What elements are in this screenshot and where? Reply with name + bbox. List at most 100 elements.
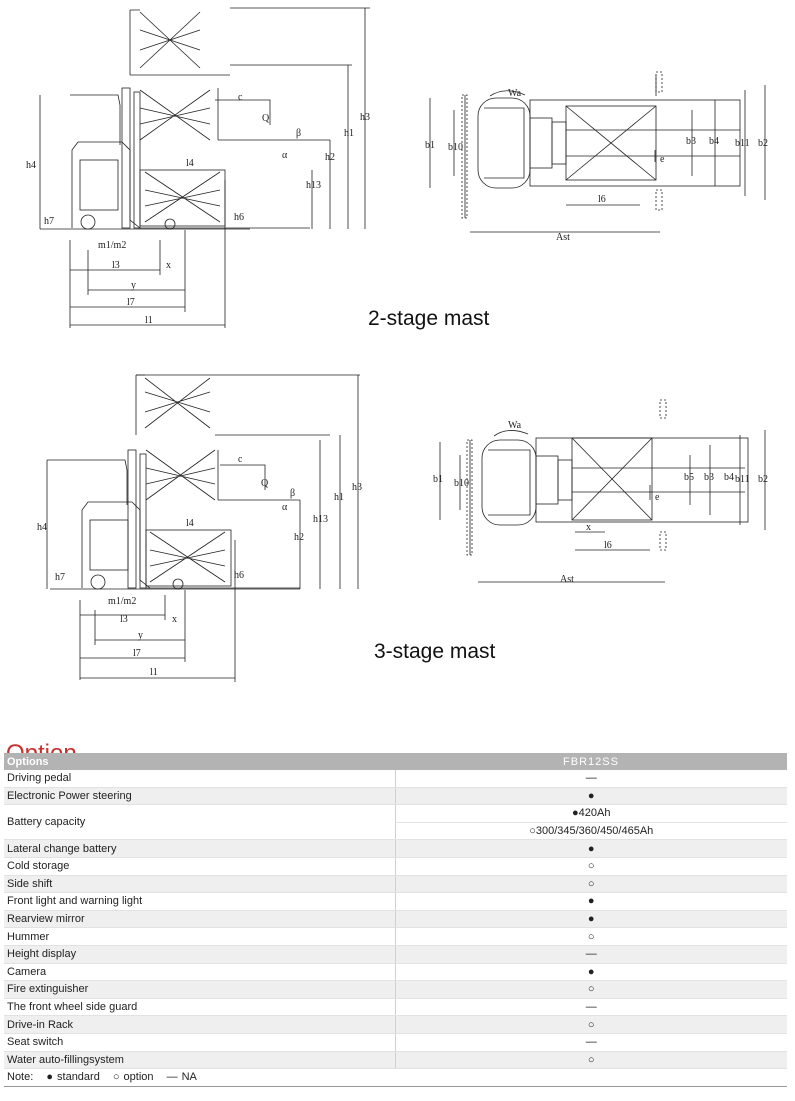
option-name: Camera xyxy=(4,963,395,982)
option-value: ○ xyxy=(394,857,787,876)
label-b3: b3 xyxy=(704,472,714,483)
label-h4: h4 xyxy=(37,522,47,533)
label-b10: b10 xyxy=(454,478,469,489)
caption-3-stage-mast: 3-stage mast xyxy=(374,640,496,663)
label-x: x xyxy=(172,614,177,625)
label-b4: b4 xyxy=(709,136,719,147)
side-view-3-stage: c Q h4 h1 h3 h2 h13 h7 h6 l4 m1/m2 l3 x … xyxy=(37,374,362,682)
option-value: ○300/345/360/450/465Ah xyxy=(394,822,787,841)
option-value: ● xyxy=(394,910,787,929)
option-text: option xyxy=(123,1071,154,1084)
option-name: Seat switch xyxy=(4,1033,395,1052)
label-x: x xyxy=(586,522,591,533)
label-alpha: α xyxy=(282,150,288,161)
option-name: The front wheel side guard xyxy=(4,998,395,1017)
label-h7: h7 xyxy=(44,216,54,227)
standard-symbol: ● xyxy=(46,1071,54,1084)
label-l7: l7 xyxy=(133,648,141,659)
label-h1: h1 xyxy=(344,128,354,139)
label-b5: b5 xyxy=(684,472,694,483)
label-b2: b2 xyxy=(758,138,768,149)
option-name: Hummer xyxy=(4,927,395,946)
table-row: Camera ● xyxy=(4,963,787,982)
option-value: — xyxy=(394,998,787,1017)
table-row: Drive-in Rack ○ xyxy=(4,1015,787,1034)
label-q: Q xyxy=(262,113,270,124)
label-h2: h2 xyxy=(325,152,335,163)
label-b1: b1 xyxy=(425,140,435,151)
label-l6: l6 xyxy=(604,540,612,551)
label-alpha: α xyxy=(282,502,288,513)
label-y: y xyxy=(138,630,143,641)
legend-note: Note: ●standard ○option —NA xyxy=(4,1068,787,1087)
label-l3: l3 xyxy=(112,260,120,271)
option-name: Lateral change battery xyxy=(4,839,395,858)
label-h4: h4 xyxy=(26,160,36,171)
label-b10: b10 xyxy=(448,142,463,153)
table-row: Height display — xyxy=(4,945,787,964)
label-h2: h2 xyxy=(294,532,304,543)
option-value: — xyxy=(394,770,787,788)
label-b11: b11 xyxy=(735,138,750,149)
table-row: Side shift ○ xyxy=(4,875,787,894)
table-row: Rearview mirror ● xyxy=(4,910,787,929)
label-q: Q xyxy=(261,478,269,489)
label-x: x xyxy=(166,260,171,271)
header-model: FBR12SS xyxy=(395,753,787,770)
label-h1: h1 xyxy=(334,492,344,503)
top-view-3-stage: Wa b1 b10 b5 b3 b4 b11 b2 e x l6 Ast xyxy=(433,399,768,585)
table-row: Electronic Power steering ● xyxy=(4,787,787,806)
option-value: ○ xyxy=(394,875,787,894)
label-m1-m2: m1/m2 xyxy=(98,240,126,251)
label-e: e xyxy=(660,154,665,165)
label-ast: Ast xyxy=(560,574,574,585)
option-value: — xyxy=(394,945,787,964)
table-row: The front wheel side guard — xyxy=(4,998,787,1017)
label-l3: l3 xyxy=(120,614,128,625)
label-h6: h6 xyxy=(234,570,244,581)
na-symbol: — xyxy=(166,1071,178,1084)
label-m1-m2: m1/m2 xyxy=(108,596,136,607)
option-name: Fire extinguisher xyxy=(4,980,395,999)
label-c: c xyxy=(238,92,243,103)
option-name: Battery capacity xyxy=(4,804,395,841)
table-row: Battery capacity ●420Ah xyxy=(4,804,787,841)
label-b4: b4 xyxy=(724,472,734,483)
table-row: ○300/345/360/450/465Ah xyxy=(4,822,787,841)
label-b1: b1 xyxy=(433,474,443,485)
side-view-2-stage: c Q h4 h1 h3 h2 h13 h7 h6 l4 m1/m2 l3 x … xyxy=(26,7,370,328)
table-row: Hummer ○ xyxy=(4,927,787,946)
label-b11: b11 xyxy=(735,474,750,485)
option-value: ● xyxy=(394,892,787,911)
label-beta: β xyxy=(296,128,301,139)
option-value: ● xyxy=(394,787,787,806)
option-name: Rearview mirror xyxy=(4,910,395,929)
label-h13: h13 xyxy=(306,180,321,191)
option-name: Side shift xyxy=(4,875,395,894)
label-l4: l4 xyxy=(186,518,194,529)
label-l7: l7 xyxy=(127,297,135,308)
label-c: c xyxy=(238,454,243,465)
option-value: — xyxy=(394,1033,787,1052)
label-h6: h6 xyxy=(234,212,244,223)
label-l6: l6 xyxy=(598,194,606,205)
option-name: Height display xyxy=(4,945,395,964)
option-name: Electronic Power steering xyxy=(4,787,395,806)
option-value: ○ xyxy=(394,927,787,946)
label-b2: b2 xyxy=(758,474,768,485)
option-name: Front light and warning light xyxy=(4,892,395,911)
note-row: Note: ●standard ○option —NA xyxy=(4,1068,787,1087)
table-row: Cold storage ○ xyxy=(4,857,787,876)
option-value: ○ xyxy=(394,980,787,999)
label-y: y xyxy=(131,280,136,291)
top-view-2-stage: Wa b1 b10 b3 b4 b11 b2 e l6 Ast xyxy=(425,71,768,243)
label-wa: Wa xyxy=(508,420,522,431)
option-value: ● xyxy=(394,839,787,858)
standard-text: standard xyxy=(57,1071,100,1084)
option-name: Water auto-fillingsystem xyxy=(4,1051,395,1070)
option-name: Drive-in Rack xyxy=(4,1015,395,1034)
label-e: e xyxy=(655,492,660,503)
label-l1: l1 xyxy=(150,667,158,678)
label-l1: l1 xyxy=(145,315,153,326)
option-value: ○ xyxy=(394,1051,787,1070)
